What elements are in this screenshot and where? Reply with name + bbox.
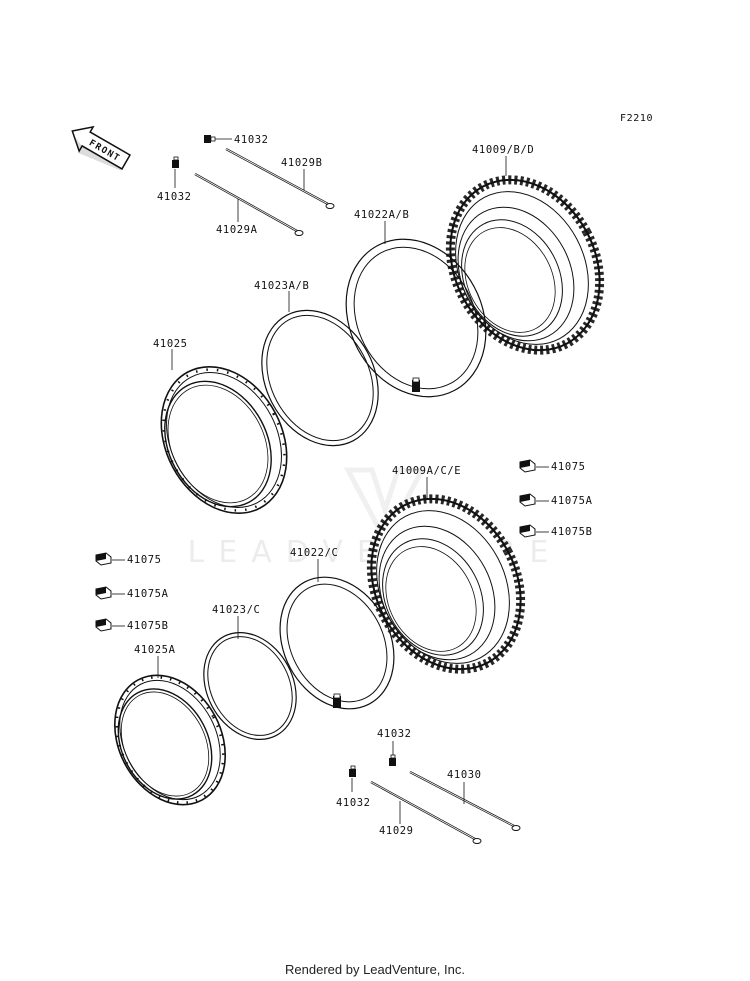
callout-41025a[interactable]: 41025A: [134, 644, 176, 656]
callout-41075a-left[interactable]: 41075A: [127, 588, 169, 600]
callout-41075-left[interactable]: 41075: [127, 554, 162, 566]
callout-41009a-c-e[interactable]: 41009A/C/E: [392, 465, 461, 477]
callout-41032-top-right[interactable]: 41032: [234, 134, 269, 146]
rim-band-bottom-part[interactable]: [186, 616, 315, 755]
figure-code: F2210: [620, 113, 653, 124]
tube-top-part[interactable]: [319, 215, 513, 422]
tire-top-part[interactable]: [421, 154, 628, 377]
tube-bottom-part[interactable]: [258, 557, 416, 729]
rim-bottom-part[interactable]: [93, 656, 247, 824]
callout-41075-right[interactable]: 41075: [551, 461, 586, 473]
callout-41075b-right[interactable]: 41075B: [551, 526, 593, 538]
callout-41022a-b[interactable]: 41022A/B: [354, 209, 409, 221]
callout-41075b-left[interactable]: 41075B: [127, 620, 169, 632]
front-arrow-icon: FRONT: [71, 125, 132, 171]
callout-41022-c[interactable]: 41022/C: [290, 547, 338, 559]
callout-41029[interactable]: 41029: [379, 825, 414, 837]
rim-top-part[interactable]: [137, 345, 312, 535]
valve-cap-part[interactable]: [172, 156, 179, 168]
valve-cap-part[interactable]: [349, 765, 356, 777]
spoke-41029a-part[interactable]: [194, 173, 304, 236]
valve-cap-part[interactable]: [204, 135, 216, 143]
tube-valve-icon: [412, 377, 420, 392]
callout-41032-bottom-right[interactable]: 41032: [377, 728, 412, 740]
callout-41023a-b[interactable]: 41023A/B: [254, 280, 309, 292]
footer-credit: Rendered by LeadVenture, Inc.: [285, 962, 465, 977]
callout-41029b[interactable]: 41029B: [281, 157, 323, 169]
callout-41032-bottom-left[interactable]: 41032: [336, 797, 371, 809]
rim-band-top-part[interactable]: [239, 290, 401, 466]
balance-weight-41075a-right-part[interactable]: [519, 493, 536, 507]
spoke-41029b-part[interactable]: [225, 148, 335, 209]
balance-weight-41075a-left-part[interactable]: [95, 586, 112, 600]
balance-weight-41075-left-part[interactable]: [95, 552, 112, 566]
balance-weight-41075b-right-part[interactable]: [519, 524, 536, 538]
callout-41030[interactable]: 41030: [447, 769, 482, 781]
balance-weight-41075b-left-part[interactable]: [95, 618, 112, 632]
balance-weight-41075-right-part[interactable]: [519, 459, 536, 473]
callout-41029a[interactable]: 41029A: [216, 224, 258, 236]
callout-41023-c[interactable]: 41023/C: [212, 604, 260, 616]
tire-bottom-part[interactable]: [342, 473, 549, 696]
callout-41025[interactable]: 41025: [153, 338, 188, 350]
callout-41032-top-left[interactable]: 41032: [157, 191, 192, 203]
spoke-41029-part[interactable]: [370, 781, 482, 844]
callout-41009-b-d[interactable]: 41009/B/D: [472, 144, 534, 156]
valve-cap-part[interactable]: [389, 754, 396, 766]
tube-valve-icon: [333, 693, 341, 708]
callout-41075a-right[interactable]: 41075A: [551, 495, 593, 507]
spoke-41030-part[interactable]: [409, 771, 521, 831]
